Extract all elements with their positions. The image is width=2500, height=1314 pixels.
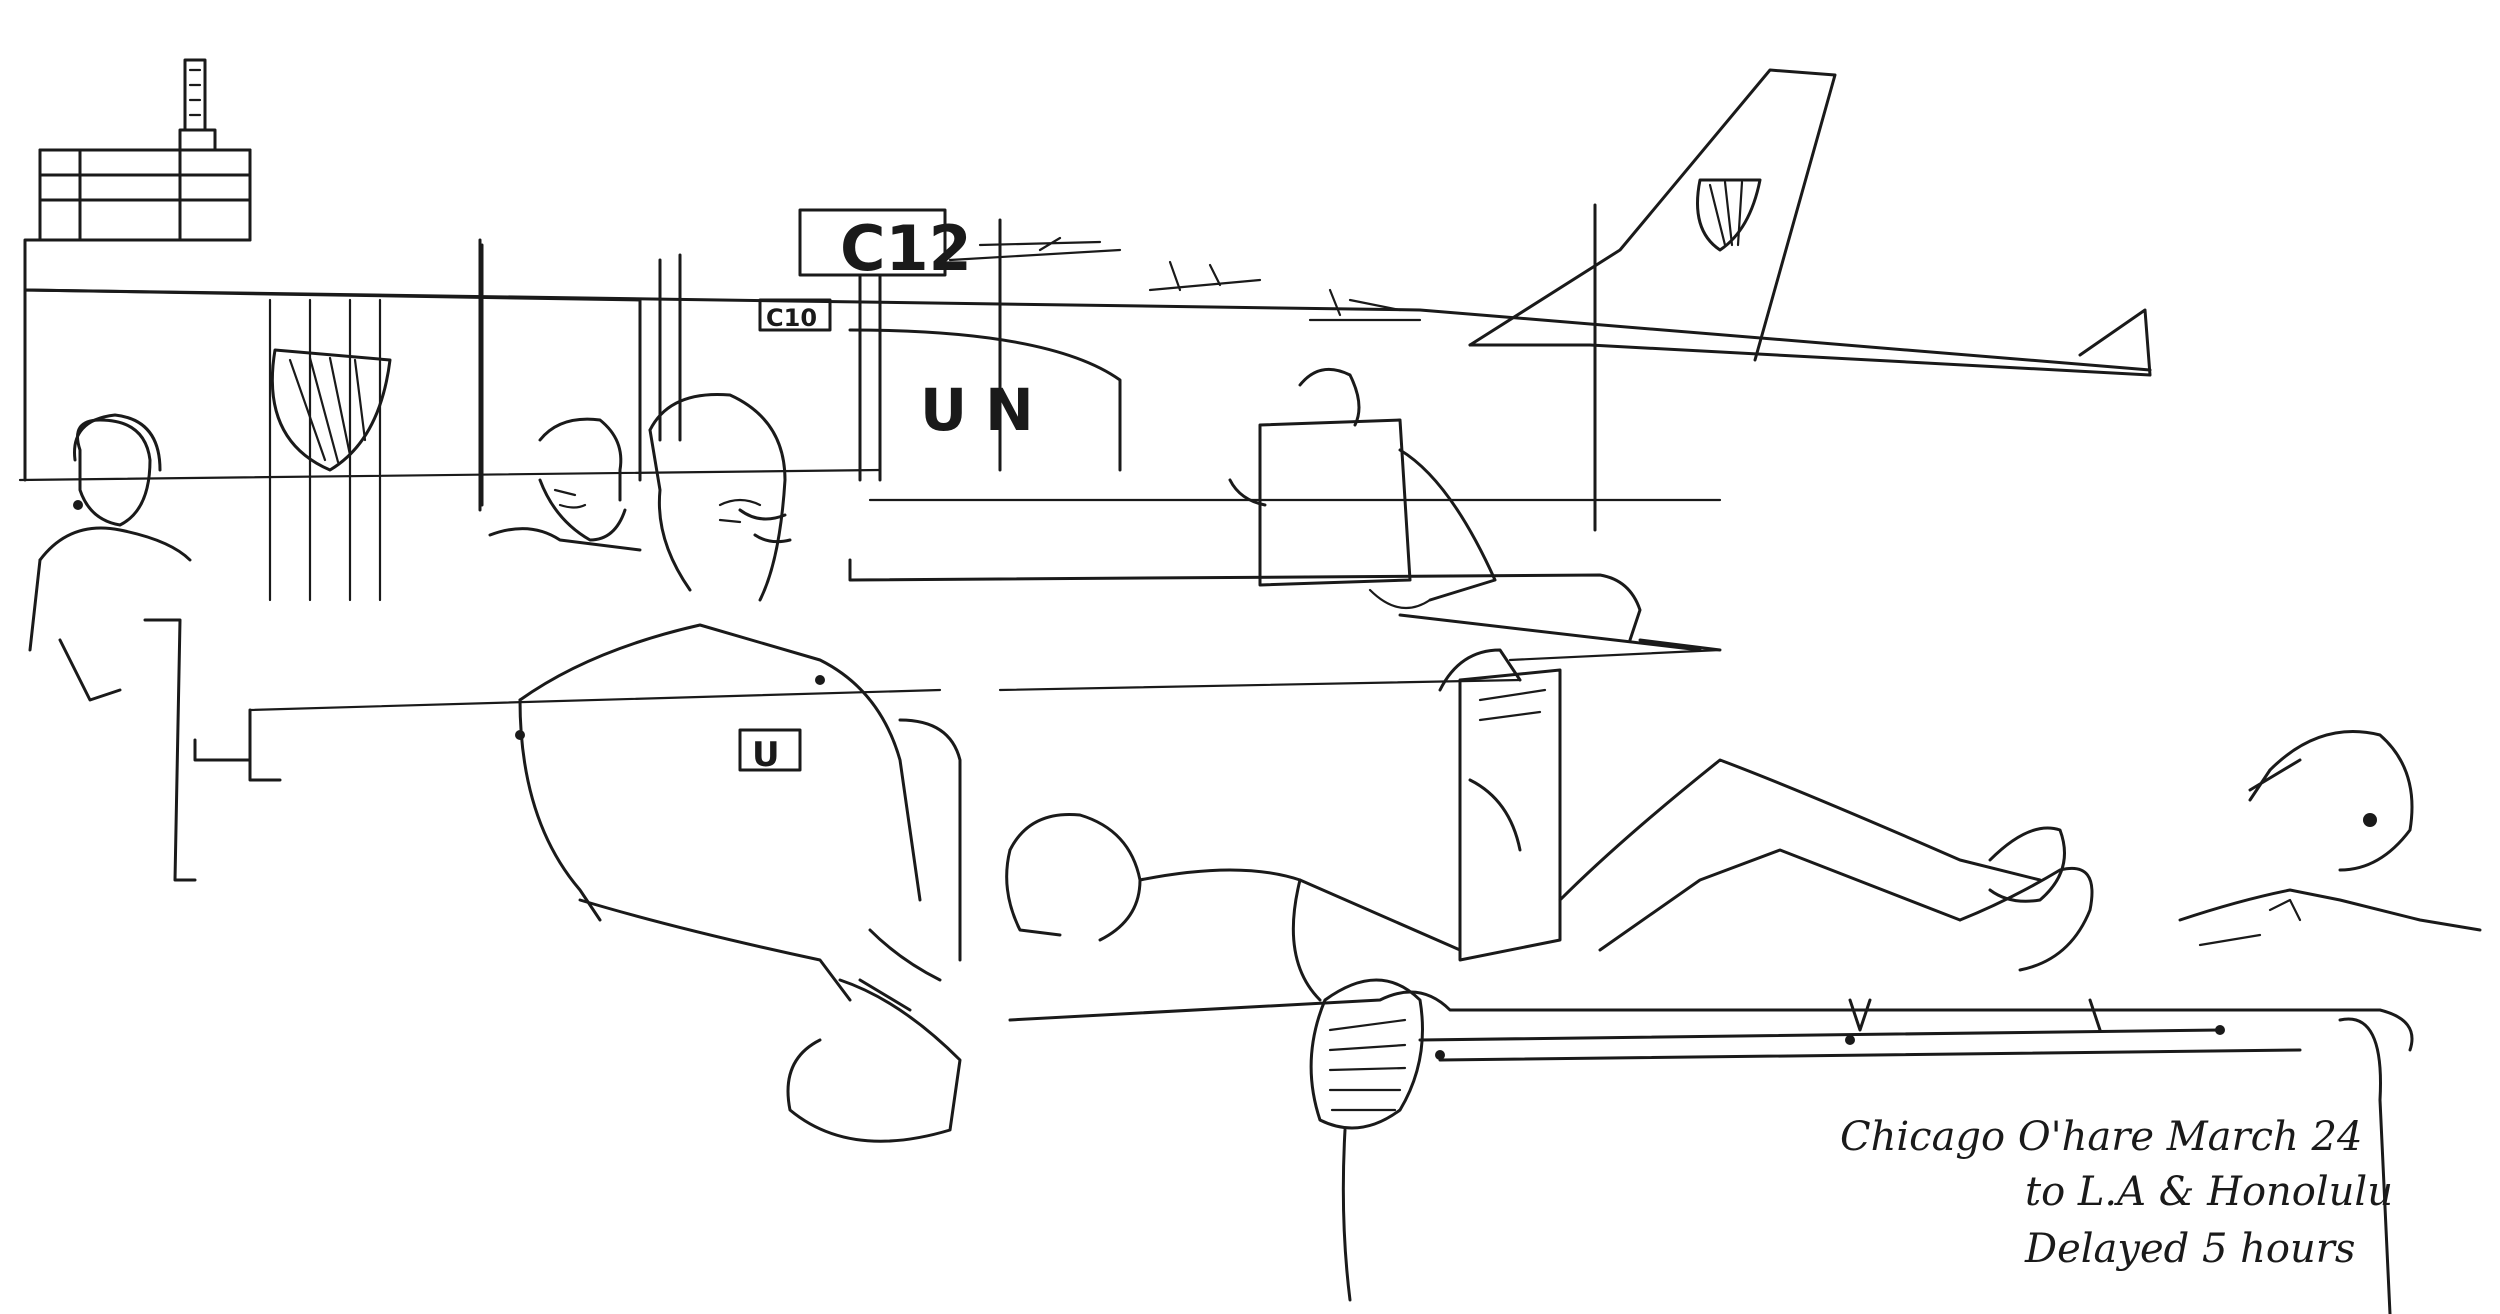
handwritten-caption: Chicago O'hare March 24 to L.A & Honolul… (1840, 1114, 2393, 1272)
distant-aircraft (948, 236, 1422, 322)
caption-line-1: Chicago O'hare March 24 (1840, 1114, 2362, 1160)
gate-sign: C12 C10 (758, 208, 972, 482)
bench-front (1008, 978, 2414, 1314)
person-headset-left (28, 413, 197, 882)
gate-sign-secondary: C10 (766, 304, 817, 332)
airline-logo-board (268, 298, 392, 602)
gate-sign-label: C12 (840, 212, 972, 285)
caption-line-2: to L.A & Honolulu (2025, 1169, 2393, 1215)
person-cap-right (2178, 730, 2482, 947)
window-frame (18, 218, 2152, 712)
person-reading-paper (1228, 367, 1497, 610)
shirt-logo: U (752, 735, 780, 775)
aircraft-fuselage: UN (848, 328, 1122, 472)
aircraft-tail (1468, 68, 2152, 532)
bench-background (848, 558, 1722, 652)
caption-line-3: Delayed 5 hours (2024, 1226, 2355, 1272)
aircraft-lettering: UN (920, 376, 1052, 444)
person-cap-seated (488, 417, 642, 552)
person-reclining-reader (1005, 648, 2094, 1002)
person-polo-man: U (515, 392, 962, 1143)
bench-left (193, 708, 962, 962)
control-tower (38, 58, 252, 242)
